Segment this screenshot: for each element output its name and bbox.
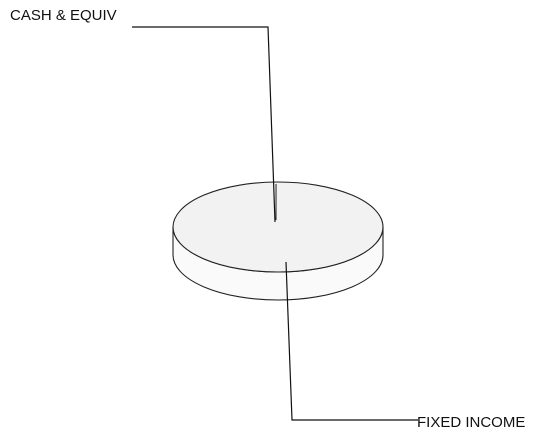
leader-line-fixed-income: [285, 261, 418, 421]
pie-body: [172, 181, 384, 301]
pie-top-face: [172, 181, 384, 273]
slice-label-cash-equiv: CASH & EQUIV: [10, 7, 117, 24]
slice-annotation-cash: CASH & EQUIV: [10, 7, 276, 223]
leader-line-cash-equiv: [132, 26, 276, 223]
slice-annotation-fixed-income: FIXED INCOME: [285, 261, 525, 431]
slice-label-fixed-income: FIXED INCOME: [417, 414, 525, 431]
